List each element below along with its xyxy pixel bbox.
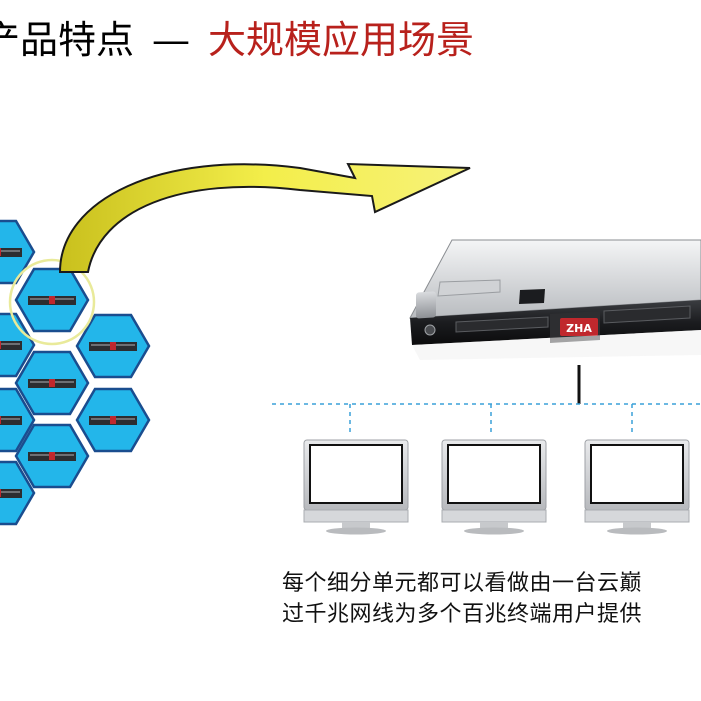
terminal-monitor [303, 439, 409, 536]
terminal-monitor [441, 439, 547, 536]
title-highlight: 大规模应用场景 [208, 18, 475, 62]
curved-arrow [58, 162, 471, 273]
hexagon-cluster [0, 219, 151, 526]
hex-cell [75, 387, 151, 453]
title-prefix: 产品特点 [0, 18, 135, 62]
server-logo [560, 318, 598, 336]
title-dash: — [152, 18, 191, 62]
server-logo-text: ZHA [566, 322, 592, 335]
slide-title: 产品特点 — 大规模应用场景 [0, 14, 474, 66]
rack-server: ZHA [409, 239, 701, 360]
network-bus [272, 403, 701, 435]
hex-cell [14, 267, 90, 333]
caption-line-2: 过千兆网线为多个百兆终端用户提供 [282, 602, 643, 627]
highlight-circle [8, 258, 96, 346]
terminal-monitors [303, 439, 690, 536]
hex-cell [14, 350, 90, 416]
terminal-monitor [584, 439, 690, 536]
hex-cell [0, 219, 36, 285]
caption-line-1: 每个细分单元都可以看做由一台云巅 [282, 571, 643, 596]
